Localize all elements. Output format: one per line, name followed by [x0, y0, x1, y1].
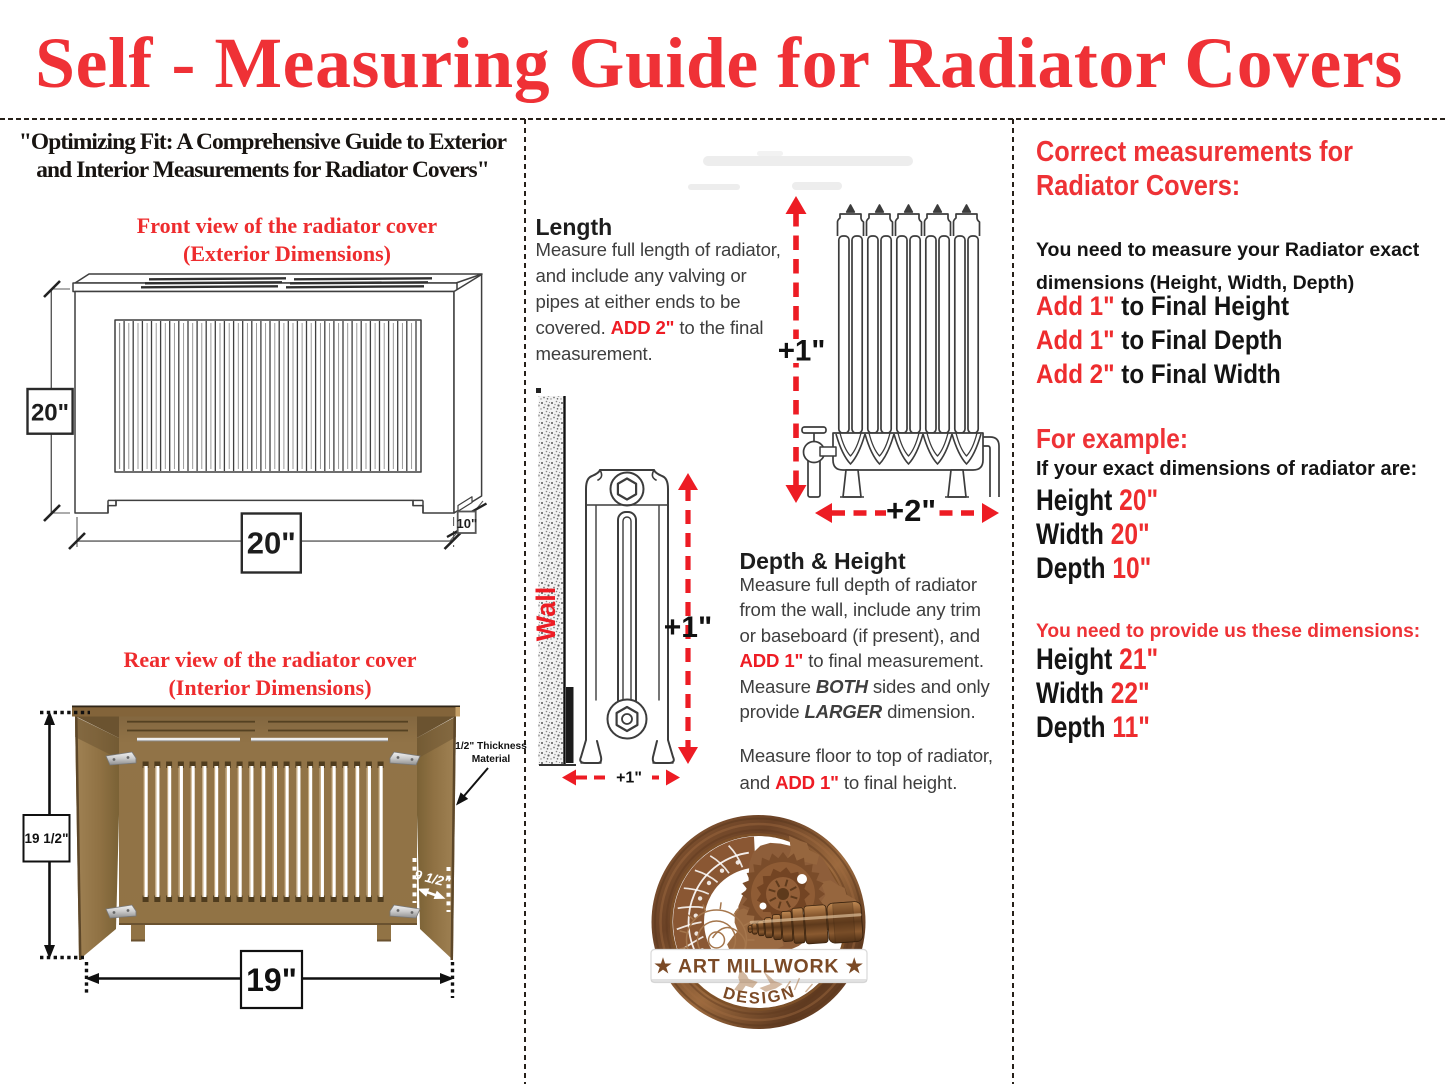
- svg-text:Wall: Wall: [531, 587, 561, 642]
- svg-text:10": 10": [456, 516, 477, 531]
- svg-text:Material: Material: [472, 754, 511, 765]
- svg-text:19 1/2": 19 1/2": [25, 831, 69, 846]
- svg-text:+1": +1": [778, 335, 826, 368]
- svg-text:20": 20": [31, 399, 69, 426]
- svg-text:+1": +1": [616, 770, 642, 787]
- svg-text:+2": +2": [886, 493, 936, 528]
- svg-text:+1": +1": [664, 611, 712, 644]
- svg-text:1/2" Thickness: 1/2" Thickness: [455, 741, 527, 752]
- svg-text:★ ART MILLWORK ★: ★ ART MILLWORK ★: [654, 956, 864, 978]
- svg-text:20": 20": [247, 526, 296, 561]
- svg-text:19": 19": [246, 962, 297, 998]
